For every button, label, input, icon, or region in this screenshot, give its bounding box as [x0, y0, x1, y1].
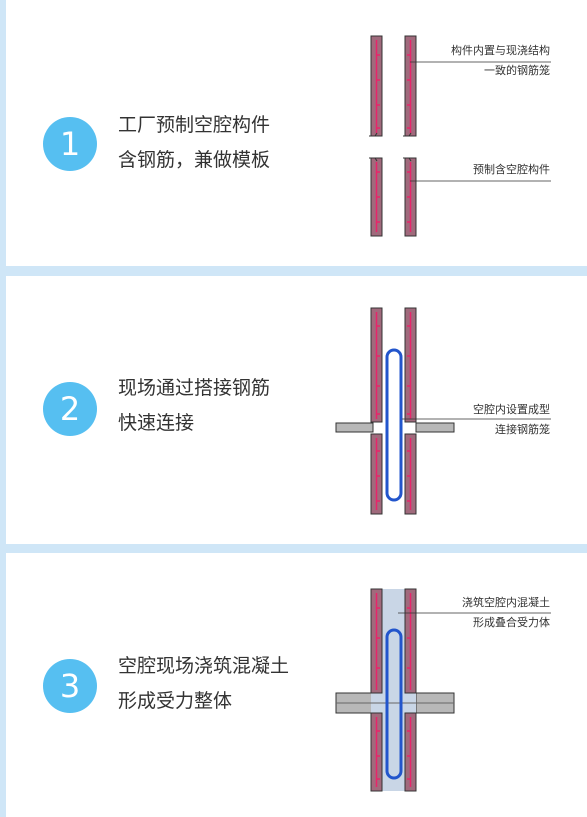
prefab-hollow-component-diagram	[369, 35, 551, 237]
annotation-line: 构件内置与现浇结构	[451, 44, 550, 57]
step-description: 工厂预制空腔构件 含钢筋，兼做模板	[118, 108, 270, 178]
step-number-badge: 3	[43, 659, 97, 713]
step-line: 工厂预制空腔构件	[118, 114, 271, 136]
annotation-line: 预制含空腔构件	[473, 163, 550, 176]
annotation-line: 形成叠合受力体	[473, 616, 550, 629]
annotation-line: 一致的钢筋笼	[484, 64, 550, 77]
connection-rebar-loop	[385, 348, 403, 502]
rebar-lines	[375, 593, 412, 787]
slab-left	[335, 422, 374, 433]
connection-rebar-loop	[385, 628, 403, 780]
step-description: 空腔现场浇筑混凝土 形成受力整体	[118, 649, 289, 719]
annotation-line: 空腔内设置成型	[473, 403, 550, 416]
annotation-connection-cage: 空腔内设置成型 连接钢筋笼	[473, 400, 550, 440]
step-line: 空腔现场浇筑混凝土	[118, 655, 290, 677]
lap-rebar-connection-diagram	[335, 307, 551, 515]
step-line: 含钢筋，兼做模板	[118, 149, 271, 171]
slab-right	[415, 422, 455, 433]
annotation-cast-concrete: 浇筑空腔内混凝土 形成叠合受力体	[462, 593, 550, 633]
annotation-prefab-component: 预制含空腔构件	[473, 160, 550, 180]
step-number-badge: 2	[43, 382, 97, 436]
rebar-ticks	[376, 54, 411, 223]
step-3-panel: 3 空腔现场浇筑混凝土 形成受力整体 浇筑空腔内混凝土 形成叠合受力体	[6, 553, 587, 817]
annotation-line: 浇筑空腔内混凝土	[462, 596, 550, 609]
step-description: 现场通过搭接钢筋 快速连接	[118, 371, 270, 441]
step-1-panel: 1 工厂预制空腔构件 含钢筋，兼做模板 构件内置与现浇结构	[6, 0, 587, 266]
rebar-lines	[375, 312, 412, 510]
step-line: 形成受力整体	[118, 690, 233, 712]
step-2-panel: 2 现场通过搭接钢筋 快速连接 空腔内设置成型 连接钢筋笼	[6, 276, 587, 544]
annotation-rebar-cage: 构件内置与现浇结构 一致的钢筋笼	[451, 41, 550, 81]
break-marks	[369, 132, 412, 162]
step-line: 快速连接	[118, 412, 195, 434]
step-number-badge: 1	[43, 117, 97, 171]
cast-in-place-concrete-diagram	[335, 588, 551, 792]
step-line: 现场通过搭接钢筋	[118, 377, 271, 399]
annotation-line: 连接钢筋笼	[495, 423, 550, 436]
